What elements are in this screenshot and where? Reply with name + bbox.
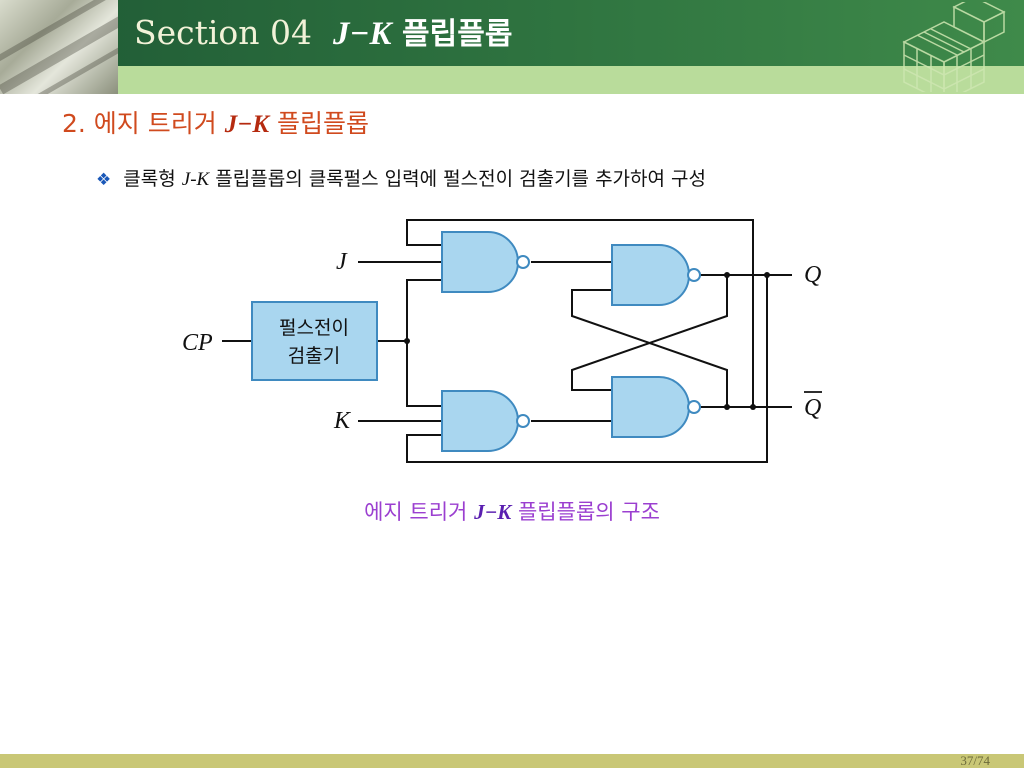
label-qbar: Q: [804, 395, 821, 421]
junction-cp: [404, 338, 410, 344]
caption-after: 플립플롭의 구조: [517, 500, 660, 524]
nand-bubble-latch-bottom: [687, 400, 701, 414]
diamond-bullet-icon: ❖: [96, 170, 112, 190]
subtitle-number: 2. 에지 트리거: [62, 109, 217, 138]
cube-logo-icon: [902, 2, 1006, 92]
nand-gate-lower: [441, 390, 519, 452]
section-label: Section 04: [134, 13, 313, 52]
header-bar: [0, 0, 1024, 66]
nand-bubble-upper: [516, 255, 530, 269]
page-number: 37/74: [960, 753, 990, 768]
bullet-before: 클록형: [123, 168, 176, 190]
header-strip: [0, 66, 1024, 94]
bullet-after: 플립플롭의 클록펄스 입력에 펄스전이 검출기를 추가하여 구성: [215, 168, 707, 190]
slide-title: Section 04 J−K 플립플롭: [134, 10, 512, 56]
footer-bar: [0, 754, 1024, 768]
junction-qbar-2: [750, 404, 756, 410]
nand-bubble-latch-top: [687, 268, 701, 282]
subtitle: 2. 에지 트리거 J−K 플립플롭: [62, 104, 369, 140]
junction-q-1: [724, 272, 730, 278]
pulse-detector-box: [251, 301, 378, 381]
header-photo: [0, 0, 118, 94]
junction-q-2: [764, 272, 770, 278]
jk-flipflop-diagram: 펄스전이 검출기 J CP K Q Q: [182, 219, 822, 463]
nand-bubble-lower: [516, 414, 530, 428]
bullet-jk: J-K: [181, 169, 210, 190]
wire-feedback-bottom: [406, 275, 768, 463]
wire-clock-lower: [406, 341, 442, 407]
caption-jk: J−K: [474, 500, 512, 524]
subtitle-korean: 플립플롭: [276, 109, 369, 138]
label-cp: CP: [182, 330, 213, 356]
label-q: Q: [804, 262, 821, 288]
caption-before: 에지 트리거: [364, 500, 468, 524]
nand-gate-upper: [441, 231, 519, 293]
detector-line2: 검출기: [288, 345, 340, 367]
title-jk: J−K: [333, 16, 392, 52]
nand-gate-latch-bottom: [611, 376, 690, 438]
junction-qbar-1: [724, 404, 730, 410]
bullet-text: ❖ 클록형 J-K 플립플롭의 클록펄스 입력에 펄스전이 검출기를 추가하여 …: [96, 164, 706, 191]
nand-gate-latch-top: [611, 244, 690, 306]
title-korean: 플립플롭: [402, 17, 513, 52]
detector-line1: 펄스전이: [279, 317, 349, 339]
label-k: K: [333, 408, 352, 434]
figure-caption: 에지 트리거 J−K 플립플롭의 구조: [0, 496, 1024, 526]
wire-clock-upper: [406, 279, 442, 341]
subtitle-jk: J−K: [224, 111, 270, 138]
wire-feedback-top: [406, 219, 754, 407]
label-j: J: [336, 249, 348, 275]
